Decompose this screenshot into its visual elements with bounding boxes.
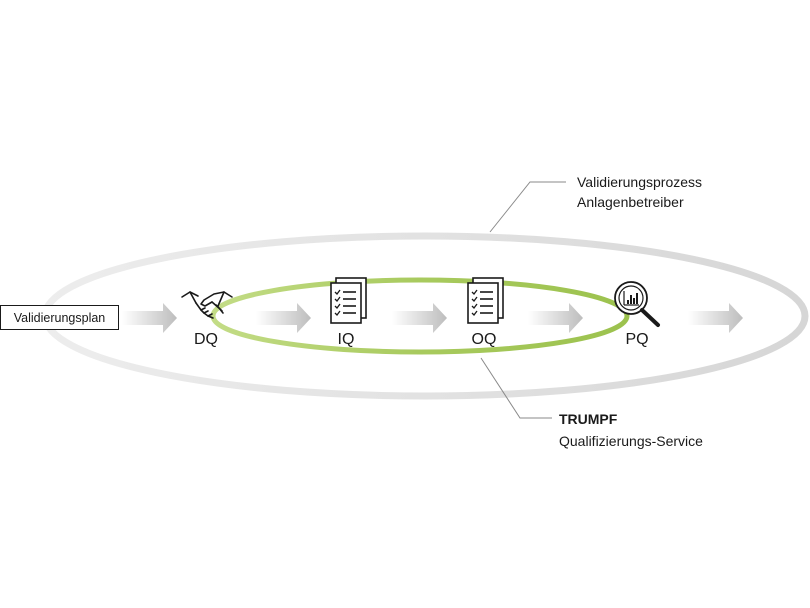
step-label-iq: IQ: [338, 331, 355, 348]
step-label-oq: OQ: [472, 331, 497, 348]
flow-arrow-3: [392, 303, 447, 333]
outer-callout-line2: Anlagenbetreiber: [577, 194, 684, 210]
flow-arrow-1: [122, 303, 177, 333]
step-label-pq: PQ: [625, 331, 648, 348]
inner-callout-line2: Qualifizierungs-Service: [559, 433, 703, 449]
flow-arrow-4: [528, 303, 583, 333]
magnifier-chart-icon: [614, 281, 660, 327]
validierungsplan-box: Validierungsplan: [0, 305, 119, 330]
flow-arrow-5: [688, 303, 743, 333]
outer-callout-line1: Validierungsprozess: [577, 174, 702, 190]
handshake-icon: [181, 291, 233, 319]
checklist-document-icon: [330, 277, 367, 324]
checklist-document-icon: [467, 277, 504, 324]
inner-callout: TRUMPF Qualifizierungs-Service: [480, 357, 703, 449]
flow-arrow-2: [256, 303, 311, 333]
flow-arrows: [122, 303, 743, 333]
step-label-dq: DQ: [194, 331, 218, 348]
inner-service-ellipse: [210, 277, 630, 355]
outer-callout: Validierungsprozess Anlagenbetreiber: [489, 174, 702, 233]
inner-callout-line1: TRUMPF: [559, 411, 618, 427]
validierungsplan-label: Validierungsplan: [14, 311, 106, 325]
